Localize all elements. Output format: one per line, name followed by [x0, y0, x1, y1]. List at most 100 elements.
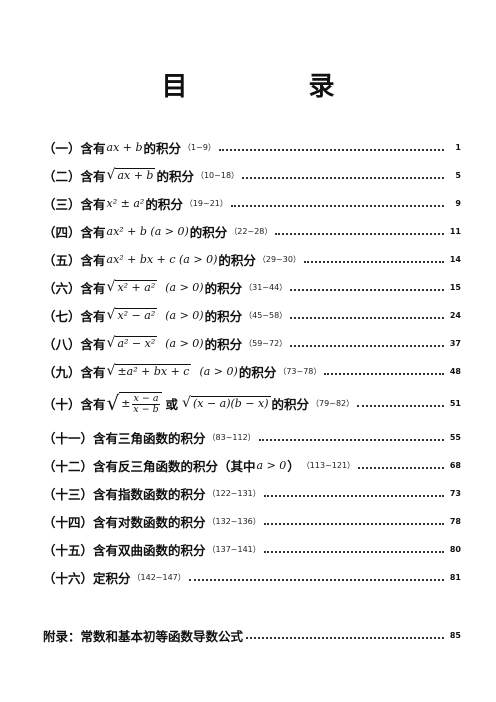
entry-expression: ax² + b (a > 0)	[106, 224, 189, 238]
leader-dots	[242, 176, 444, 179]
sqrt-expression: √ x² − a²	[107, 307, 158, 323]
fraction: x − a x − b	[132, 393, 160, 415]
leader-dots	[357, 404, 444, 407]
toc-entry-11[interactable]: （十一）含有三角函数的积分 （83~112） 55	[43, 426, 461, 448]
entry-label: （三）含有	[43, 196, 106, 212]
leader-dots	[324, 372, 444, 375]
entry-label: （十三）含有指数函数的积分	[43, 486, 206, 502]
entry-condition: (a > 0)	[165, 336, 204, 350]
entry-range: （19~21）	[184, 198, 228, 208]
entry-range: （137~141）	[207, 544, 261, 554]
radical-icon: √	[106, 335, 116, 351]
leader-dots	[263, 522, 444, 525]
entry-label: （四）含有	[43, 224, 106, 240]
entry-suffix: 的积分	[156, 168, 194, 184]
toc-entry-13[interactable]: （十三）含有指数函数的积分 （122~131） 73	[43, 482, 461, 504]
toc-entry-15[interactable]: （十五）含有双曲函数的积分 （137~141） 80	[43, 538, 461, 560]
toc-entry-7[interactable]: （七）含有 √ x² − a² (a > 0) 的积分 （45~58） 24	[43, 304, 461, 326]
appendix-label: 附录：常数和基本初等函数导数公式	[43, 628, 244, 644]
sqrt-expression: √ a² − x²	[107, 335, 158, 351]
entry-or: 或	[165, 396, 179, 412]
page-title: 目 录	[161, 72, 391, 102]
entry-expression: x² − a²	[115, 308, 158, 322]
toc-entry-16[interactable]: （十六）定积分 （142~147） 81	[43, 566, 461, 588]
sqrt-fraction-expression: √ ± x − a x − b	[107, 391, 162, 415]
entry-range: （22~28）	[229, 226, 273, 236]
entry-page: 5	[455, 170, 461, 180]
entry-label: （一）含有	[43, 140, 106, 156]
radical-icon: √	[106, 279, 116, 295]
entry-page: 81	[449, 572, 461, 582]
entry-range: （73~78）	[278, 366, 322, 376]
entry-suffix: 的积分	[204, 336, 243, 352]
fraction-denominator: x − b	[133, 403, 159, 415]
sqrt-expression: √ x² + a²	[107, 279, 158, 295]
toc-entry-5[interactable]: （五）含有 ax² + bx + c (a > 0) 的积分 （29~30） 1…	[43, 248, 461, 270]
entry-label: （十二）含有反三角函数的积分（其中	[43, 458, 256, 474]
entry-suffix: 的积分	[271, 396, 310, 412]
leader-dots	[246, 636, 444, 639]
entry-suffix: 的积分	[189, 224, 228, 240]
entry-range: （132~136）	[207, 516, 261, 526]
leader-dots	[358, 466, 444, 469]
entry-range: （113~121）	[301, 460, 356, 470]
toc-entry-14[interactable]: （十四）含有对数函数的积分 （132~136） 78	[43, 510, 461, 532]
entry-expression: ax + b	[115, 168, 156, 182]
entry-page: 1	[455, 142, 461, 152]
entry-page: 37	[449, 338, 461, 348]
toc-entry-4[interactable]: （四）含有 ax² + b (a > 0) 的积分 （22~28） 11	[43, 220, 461, 242]
entry-page: 48	[449, 366, 461, 376]
entry-expression: a > 0	[256, 458, 287, 472]
toc-entry-9[interactable]: （九）含有 √ ±a² + bx + c (a > 0) 的积分 （73~78）…	[43, 360, 461, 382]
toc-appendix[interactable]: 附录：常数和基本初等函数导数公式 85	[43, 624, 461, 646]
radical-icon: √	[106, 391, 120, 415]
entry-suffix: 的积分	[218, 252, 256, 268]
leader-dots	[188, 578, 444, 581]
entry-page: 14	[449, 254, 461, 264]
toc-entry-2[interactable]: （二）含有 √ ax + b 的积分 （10~18） 5	[43, 164, 461, 186]
entry-page: 51	[449, 398, 461, 408]
leader-dots	[258, 438, 444, 441]
leader-dots	[290, 344, 444, 347]
entry-label: （十四）含有对数函数的积分	[43, 514, 206, 530]
radical-icon: √	[106, 363, 116, 379]
entry-label: （九）含有	[43, 364, 106, 380]
toc-entry-12[interactable]: （十二）含有反三角函数的积分（其中 a > 0 ） （113~121） 68	[43, 454, 461, 476]
entry-suffix: 的积分	[143, 140, 182, 156]
toc-entry-6[interactable]: （六）含有 √ x² + a² (a > 0) 的积分 （31~44） 15	[43, 276, 461, 298]
entry-expression: x² ± a²	[106, 196, 145, 210]
entry-range: （79~82）	[311, 398, 355, 408]
entry-page: 55	[449, 432, 461, 442]
appendix-page: 85	[449, 630, 461, 640]
entry-suffix: 的积分	[204, 308, 243, 324]
toc-entry-1[interactable]: （一）含有 ax + b 的积分 （1~9） 1	[43, 136, 461, 158]
entry-page: 73	[449, 488, 461, 498]
sqrt-expression: √ (x − a)(b − x)	[182, 395, 271, 411]
entry-expression: ax + b	[106, 140, 143, 154]
radical-icon: √	[182, 395, 191, 411]
entry-page: 68	[449, 460, 461, 470]
entry-label: （七）含有	[43, 308, 106, 324]
sqrt-expression: √ ax + b	[107, 167, 156, 183]
entry-range: （142~147）	[132, 572, 186, 582]
sqrt-expression: √ ±a² + bx + c	[107, 363, 192, 379]
entry-label: （五）含有	[43, 252, 106, 268]
entry-expression: ±a² + bx + c	[115, 364, 192, 378]
entry-range: （83~112）	[207, 432, 256, 442]
entry-range: （10~18）	[195, 170, 240, 180]
entry-range: （31~44）	[244, 282, 288, 292]
entry-page: 78	[449, 516, 461, 526]
entry-range: （29~30）	[257, 254, 301, 264]
entry-expression: a² − x²	[115, 336, 158, 350]
entry-label: （十一）含有三角函数的积分	[43, 430, 206, 446]
toc-entry-10[interactable]: （十）含有 √ ± x − a x − b 或 √ (x − a)(b − x)…	[43, 388, 461, 418]
entry-page: 24	[449, 310, 461, 320]
toc-entry-3[interactable]: （三）含有 x² ± a² 的积分 （19~21） 9	[43, 192, 461, 214]
entry-label: （十五）含有双曲函数的积分	[43, 542, 206, 558]
entry-range: （1~9）	[183, 142, 216, 152]
plus-minus-icon: ±	[121, 397, 131, 410]
entry-label: （八）含有	[43, 336, 106, 352]
leader-dots	[263, 494, 444, 497]
toc-entry-8[interactable]: （八）含有 √ a² − x² (a > 0) 的积分 （59~72） 37	[43, 332, 461, 354]
leader-dots	[290, 316, 444, 319]
